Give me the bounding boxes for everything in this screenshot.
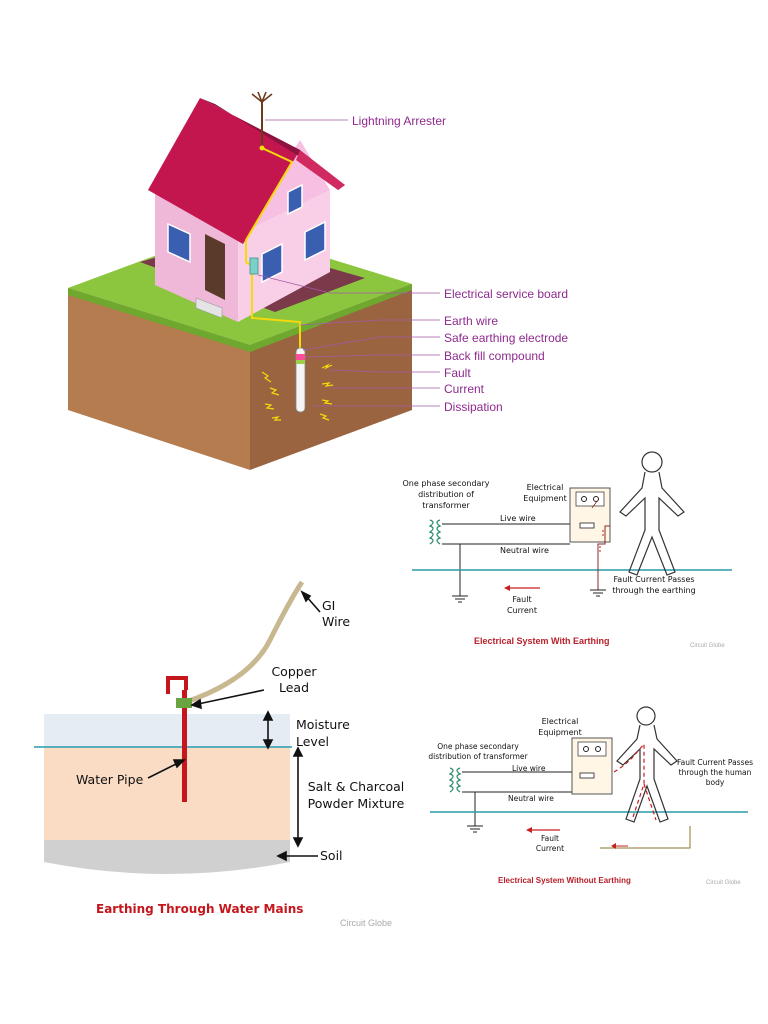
wo-equipment-label: Electrical Equipment: [538, 717, 582, 737]
label-fault: Fault: [444, 366, 471, 380]
we-neutral-wire: Neutral wire: [500, 546, 549, 555]
label-service-board: Electrical service board: [444, 287, 569, 301]
electrode-band: [296, 354, 305, 360]
transformer-coil-icon: [428, 519, 442, 545]
door: [205, 234, 225, 300]
salt-charcoal-label: Salt & Charcoal Powder Mixture: [307, 779, 405, 811]
wo-neutral-wire: Neutral wire: [508, 794, 554, 803]
copper-lead-label: Copper Lead: [271, 664, 317, 695]
water-mains-caption: Earthing Through Water Mains: [96, 902, 304, 916]
wo-transformer-label: One phase secondary distribution of tran…: [428, 742, 528, 761]
dissipation-sparks-icon: [261, 363, 334, 421]
window-right-2: [304, 220, 326, 262]
electrode-band-2: [296, 360, 305, 364]
earth-wire-path: [245, 147, 301, 350]
wo-live-wire: Live wire: [512, 764, 546, 773]
arrester-tip-icon: [251, 91, 273, 103]
house-right-wall: [238, 190, 330, 322]
house-leader-lines: [257, 119, 440, 407]
gi-wire-line: [185, 580, 305, 705]
copper-lead-block: [176, 698, 192, 708]
fault-return-path: [600, 826, 691, 849]
equipment-panel: [575, 491, 605, 507]
we-watermark: Circuit Globe: [690, 643, 725, 649]
moisture-layer: [44, 714, 290, 748]
soil-layer: [44, 838, 290, 874]
callout-arrows: [147, 590, 321, 862]
we-caption: Electrical System With Earthing: [474, 636, 610, 646]
label-backfill: Back fill compound: [444, 349, 545, 363]
salt-charcoal-layer: [44, 748, 290, 840]
wo-caption: Electrical System Without Earthing: [498, 876, 631, 885]
wo-fault-current: Fault Current: [535, 834, 565, 853]
outdoor-unit: [195, 297, 223, 319]
pipe-hook: [166, 676, 188, 694]
human-figure-icon-2: [616, 706, 678, 823]
body-fault-path: [613, 742, 657, 821]
moisture-level-label: Moisture Level: [296, 717, 350, 749]
we-equipment-label: Electrical Equipment: [523, 483, 567, 503]
water-mains-watermark: Circuit Globe: [340, 918, 393, 928]
earth-symbol-icon: [452, 589, 606, 603]
we-fault-note: Fault Current Passes through the earthin…: [612, 575, 696, 595]
service-board-box: [249, 257, 259, 275]
we-transformer-label: One phase secondary distribution of tran…: [402, 479, 490, 510]
wo-fault-note: Fault Current Passes through the human b…: [676, 758, 754, 787]
window-left: [167, 222, 191, 264]
equipment-element: [579, 522, 595, 529]
transformer-coil-icon-2: [448, 767, 462, 793]
label-dissipation: Dissipation: [444, 400, 503, 414]
water-pipe-rod: [182, 690, 187, 802]
roof-side: [296, 150, 345, 190]
we-fault-current: Fault Current: [506, 595, 538, 615]
fault-path: [597, 525, 610, 590]
soil-label: Soil: [320, 848, 343, 863]
human-figure-icon: [619, 451, 685, 576]
window-gable: [287, 183, 303, 216]
label-earth-wire: Earth wire: [444, 314, 499, 328]
window-right-1: [261, 242, 283, 284]
wire-joint: [259, 145, 265, 151]
earth-symbol-icon-2: [467, 825, 483, 833]
label-current: Current: [444, 382, 485, 396]
label-lightning-arrester: Lightning Arrester: [352, 114, 447, 128]
gi-wire-label: GI Wire: [322, 598, 351, 629]
we-live-wire: Live wire: [500, 514, 536, 523]
water-pipe-label: Water Pipe: [76, 772, 144, 787]
wo-watermark: Circuit Globe: [706, 880, 741, 886]
label-electrode: Safe earthing electrode: [444, 331, 569, 345]
